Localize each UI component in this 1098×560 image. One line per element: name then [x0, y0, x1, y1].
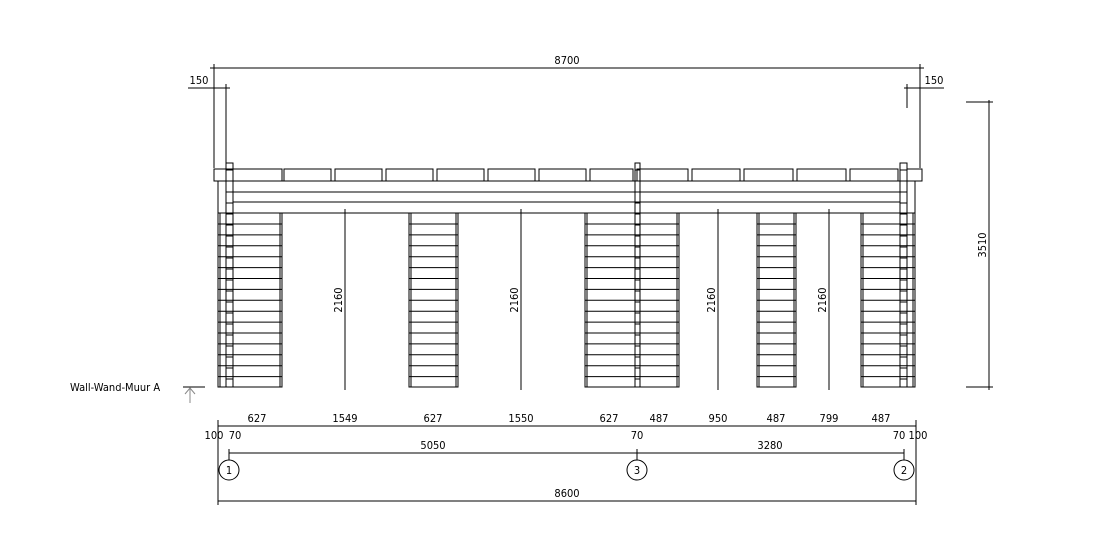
dim-axis-spans: 5050 3280	[228, 439, 905, 460]
roof-panel	[436, 168, 485, 182]
dim-opening-heights: 2160 2160 2160 2160	[332, 209, 830, 390]
grid-axis-1	[218, 459, 240, 481]
dim-overhang-left: 150	[188, 74, 230, 164]
dim-text: 799	[820, 412, 839, 425]
grid-axis-label: 3	[634, 464, 640, 477]
dim-text-150-left: 150	[190, 74, 209, 87]
roof-panel	[538, 168, 587, 182]
roof-panel	[589, 168, 634, 182]
dim-text: 100	[205, 429, 224, 442]
dim-bottom-segments: 627 1549 627 1550 627 487 950 487 799 48…	[205, 412, 928, 442]
dim-text: 627	[424, 412, 443, 425]
dim-text: 100	[909, 429, 928, 442]
roof-overhang-right	[906, 168, 923, 182]
dim-text: 487	[650, 412, 669, 425]
dim-text-5050: 5050	[420, 439, 445, 452]
roof-panel	[487, 168, 536, 182]
dim-overhang-right: 150	[904, 74, 944, 108]
dim-text-8700: 8700	[554, 54, 579, 67]
view-marker: Wall-Wand-Muur A	[70, 381, 205, 403]
dim-overall-bottom: 8600	[217, 420, 917, 505]
roof-overhang-left	[213, 168, 234, 182]
dim-text-3280: 3280	[757, 439, 782, 452]
dim-height-total: 3510	[966, 100, 993, 390]
dim-text: 950	[709, 412, 728, 425]
dim-text-2160: 2160	[332, 287, 345, 312]
grid-axis-label: 1	[226, 464, 232, 477]
dim-text: 70	[229, 429, 242, 442]
dim-text: 627	[600, 412, 619, 425]
dim-text-8600: 8600	[554, 487, 579, 500]
arrow-up-icon	[184, 387, 196, 395]
post	[634, 162, 641, 388]
roof-panel	[636, 168, 689, 182]
dim-text: 627	[248, 412, 267, 425]
roof-panel	[334, 168, 383, 182]
roof-panel	[796, 168, 847, 182]
dim-text: 70	[631, 429, 644, 442]
roof-panel	[743, 168, 794, 182]
grid-axis-3	[626, 459, 648, 481]
wall-geometry	[213, 162, 923, 388]
dim-text: 1550	[508, 412, 533, 425]
dim-text: 1549	[332, 412, 357, 425]
grid-axis-2	[893, 459, 915, 481]
view-label: Wall-Wand-Muur A	[70, 381, 160, 394]
roof-panel	[232, 168, 283, 182]
roof-panel	[283, 168, 332, 182]
grid-axis-label: 2	[901, 464, 907, 477]
post	[899, 162, 908, 388]
post	[225, 162, 234, 388]
grid-axis-markers: 1 3 2	[218, 459, 915, 481]
dim-text-150-right: 150	[925, 74, 944, 87]
dim-text-2160: 2160	[816, 287, 829, 312]
dim-overall-top: 8700	[210, 54, 924, 168]
roof-panel	[385, 168, 434, 182]
dim-text: 70	[893, 429, 906, 442]
roof-panel	[849, 168, 899, 182]
dim-text-2160: 2160	[705, 287, 718, 312]
dim-text: 487	[767, 412, 786, 425]
dim-text-2160: 2160	[508, 287, 521, 312]
dim-text: 487	[872, 412, 891, 425]
dim-text-3510: 3510	[976, 232, 989, 257]
roof-panel	[691, 168, 741, 182]
